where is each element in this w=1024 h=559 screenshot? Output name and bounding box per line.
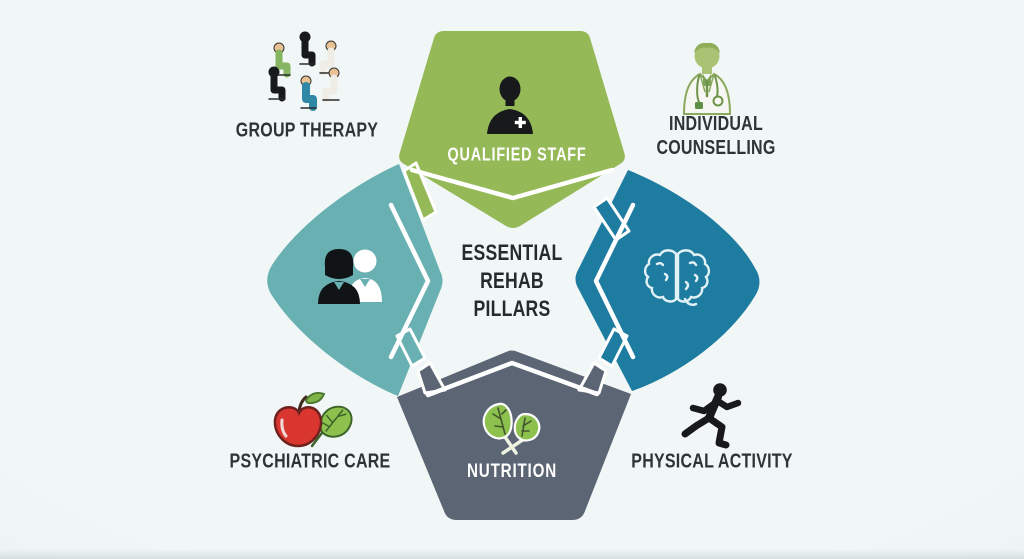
kale-leaf bbox=[319, 405, 353, 438]
group-circle-icon bbox=[268, 31, 340, 111]
doctor-icon bbox=[682, 42, 732, 115]
apple-and-greens-icon bbox=[273, 391, 353, 448]
chevron-bottom bbox=[425, 360, 600, 398]
bottom-vignette bbox=[0, 549, 1024, 559]
center-title-line2: REHAB bbox=[480, 267, 544, 293]
center-title-line1: ESSENTIAL bbox=[461, 239, 563, 265]
label-group-therapy: GROUP THERAPY bbox=[235, 119, 379, 142]
center-title: ESSENTIAL REHAB PILLARS bbox=[462, 239, 563, 323]
chevron-right bbox=[593, 202, 636, 360]
brain-icon bbox=[643, 249, 711, 306]
label-physical-activity: PHYSICAL ACTIVITY bbox=[631, 450, 793, 473]
staff-member-icon bbox=[487, 76, 533, 134]
medical-plus-icon bbox=[514, 117, 526, 128]
chevron-left bbox=[388, 202, 431, 360]
interlock-arms bbox=[395, 161, 631, 395]
petal-bottom bbox=[397, 350, 631, 520]
chevron-top bbox=[409, 167, 615, 201]
label-individual-counselling: INDIVIDUAL COUNSELLING bbox=[656, 112, 775, 160]
label-psychiatric-care: PSYCHIATRIC CARE bbox=[229, 450, 391, 473]
petal-chevron-lines bbox=[388, 167, 636, 398]
runner-icon bbox=[681, 383, 742, 449]
label-qualified-staff: QUALIFIED STAFF bbox=[447, 144, 587, 165]
label-individual-counselling-line2: COUNSELLING bbox=[656, 137, 776, 159]
two-counselors-icon bbox=[318, 249, 382, 304]
green-arm-top-left bbox=[402, 161, 438, 222]
center-title-line3: PILLARS bbox=[473, 296, 551, 322]
gray-arm-bottom-right bbox=[577, 361, 608, 395]
label-nutrition: NUTRITION bbox=[467, 461, 557, 482]
leafy-greens-icon bbox=[482, 402, 541, 455]
label-individual-counselling-line1: INDIVIDUAL bbox=[669, 113, 763, 135]
